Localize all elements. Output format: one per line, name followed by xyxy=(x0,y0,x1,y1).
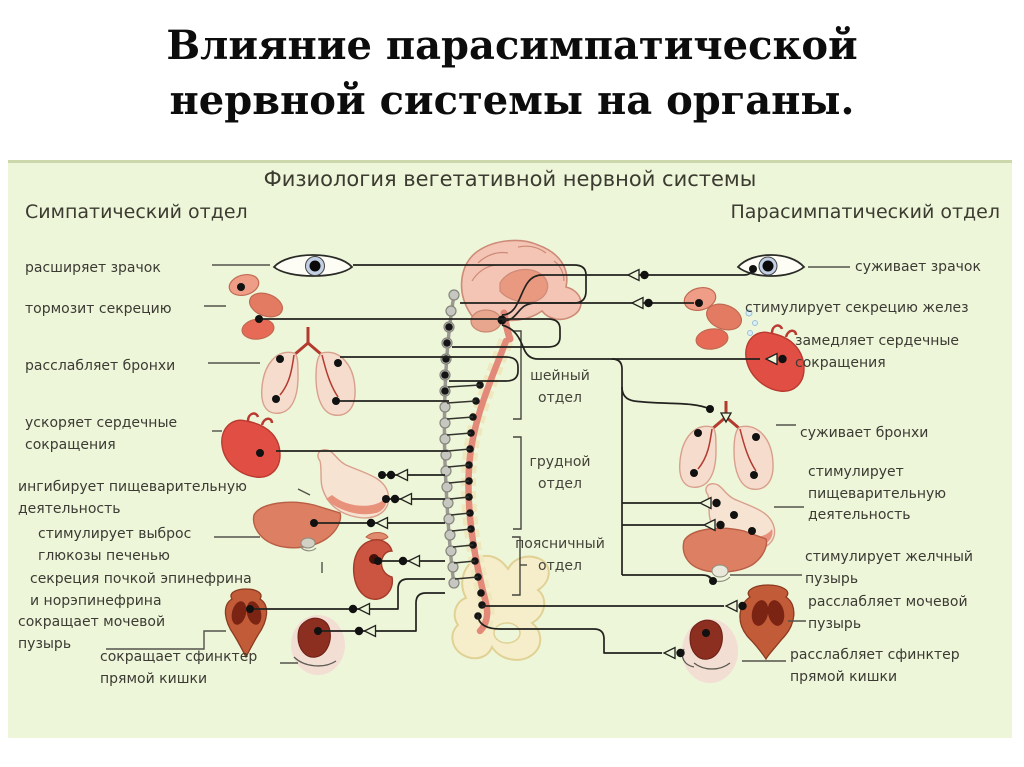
left-kidney-adrenal xyxy=(352,532,394,600)
label-accelerates-heart: ускоряет сердечные сокращения xyxy=(25,415,178,453)
spinal-root-dots xyxy=(446,381,486,620)
left-eye xyxy=(272,254,354,277)
diagram-heading: Физиология вегетативной нервной системы xyxy=(263,167,757,191)
nerve-terminal-dots xyxy=(237,265,760,637)
label-inhibits-secretion: тормозит секрецию xyxy=(25,301,172,317)
label-stimulates-glands: стимулирует секрецию желез xyxy=(745,300,969,316)
pelvis xyxy=(451,554,550,661)
spine-section-brackets xyxy=(512,330,527,596)
label-stimulates-digestion: стимулирует пищеварительную деятельность xyxy=(808,464,947,524)
label-glucose-release: стимулирует выброс глюкозы печенью xyxy=(38,526,192,564)
label-inhibits-digestion: ингибирует пищеварительную деятельность xyxy=(18,479,247,517)
diagram-artwork xyxy=(106,239,850,683)
left-lacrimal-salivary-glands xyxy=(228,273,284,340)
left-lungs xyxy=(261,327,356,416)
brain xyxy=(460,239,582,343)
parasympathetic-section-title: Парасимпатический отдел xyxy=(730,201,1000,223)
label-contracts-sphincter: сокращает сфинктер прямой кишки xyxy=(100,649,258,687)
label-cervical-section: шейный отдел xyxy=(530,368,590,406)
left-rectum xyxy=(291,615,345,675)
sympathetic-chain xyxy=(439,289,460,589)
label-stimulates-gallbladder: стимулирует желчный пузырь xyxy=(805,549,973,587)
left-stomach xyxy=(317,449,390,519)
label-lumbar-section: поясничный отдел xyxy=(515,536,605,574)
right-lungs xyxy=(679,401,774,490)
right-lacrimal-salivary-glands xyxy=(683,286,758,350)
label-slows-heart: замедляет сердечные сокращения xyxy=(795,333,960,371)
left-heart xyxy=(221,412,281,478)
label-leader-lines xyxy=(106,264,850,664)
right-bladder xyxy=(739,584,795,661)
left-bladder xyxy=(224,588,268,659)
left-liver xyxy=(252,501,342,552)
label-constricts-pupil: суживает зрачок xyxy=(855,259,981,275)
label-relaxes-bladder: расслабляет мочевой пузырь xyxy=(808,594,968,632)
label-contracts-bladder: сокращает мочевой пузырь xyxy=(18,614,166,652)
label-relaxes-sphincter: расслабляет сфинктер прямой кишки xyxy=(790,647,960,685)
page-title: Влияние парасимпатической нервной систем… xyxy=(166,22,858,125)
right-liver-gallbladder xyxy=(682,527,768,583)
label-dilates-pupil: расширяет зрачок xyxy=(25,260,161,276)
label-adrenal-secretion: секреция почкой эпинефрина и норэпинефри… xyxy=(30,571,252,609)
right-rectum xyxy=(681,619,738,683)
sympathetic-section-title: Симпатический отдел xyxy=(25,201,248,223)
label-constricts-bronchi: суживает бронхи xyxy=(800,425,929,441)
label-relaxes-bronchi: расслабляет бронхи xyxy=(25,358,176,374)
secretion-droplets-icon xyxy=(745,309,758,336)
physiology-diagram-panel: Физиология вегетативной нервной системы … xyxy=(8,160,1012,738)
label-thoracic-section: грудной отдел xyxy=(529,454,591,492)
right-eye xyxy=(736,254,806,277)
